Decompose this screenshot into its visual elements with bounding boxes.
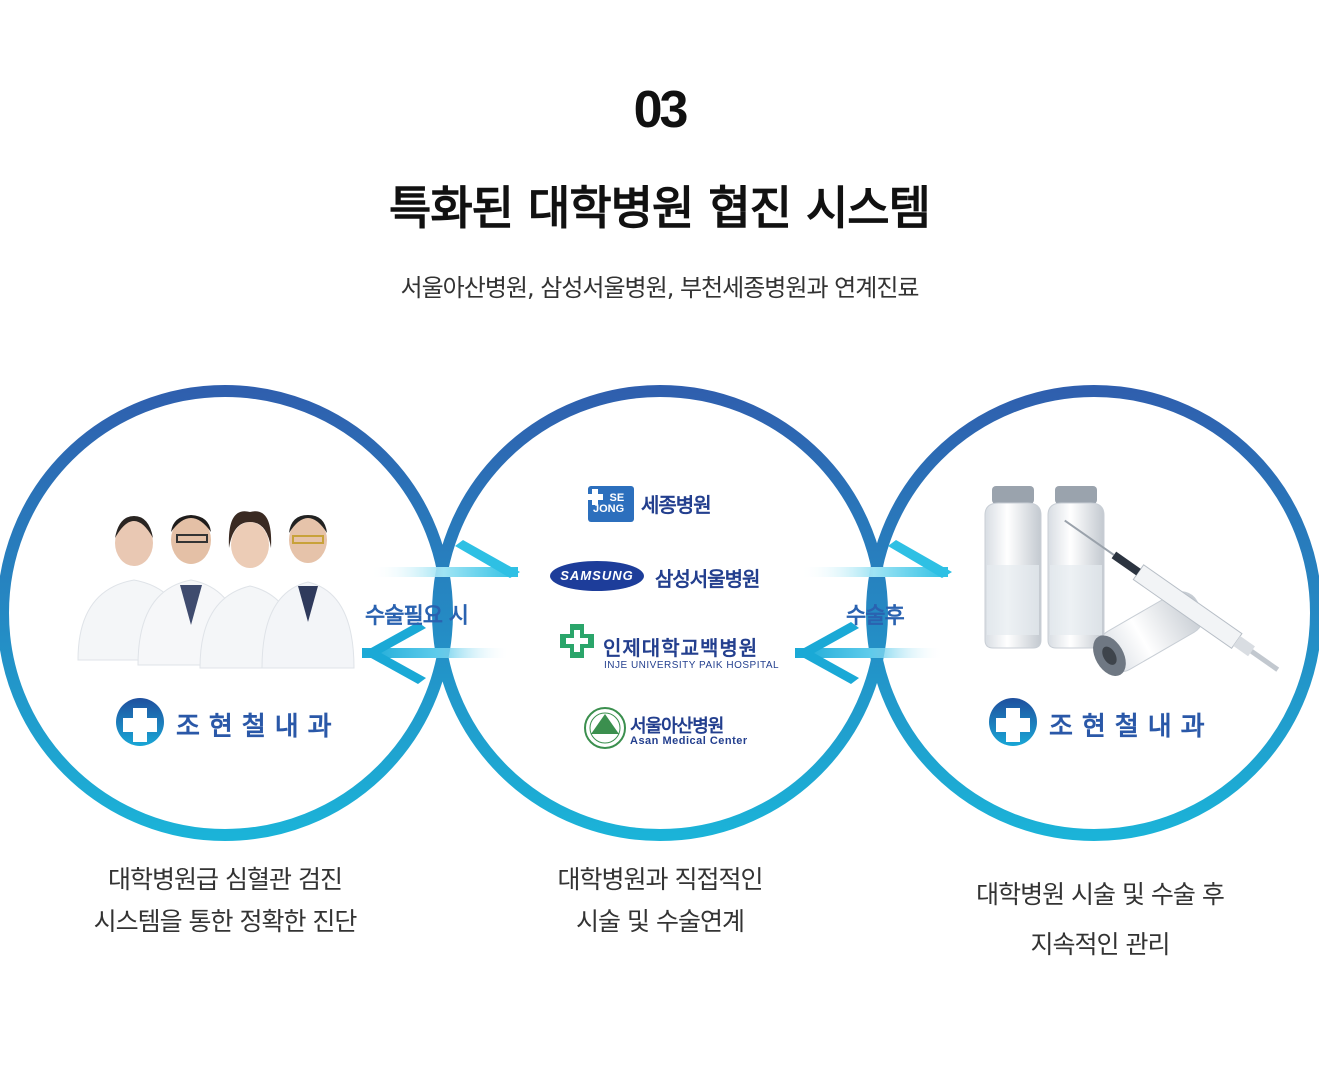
arrow-to-clinic: [800, 540, 952, 578]
ring-right: [866, 385, 1319, 841]
sejong-mark-top: SE: [609, 492, 625, 504]
page-subtitle: 서울아산병원, 삼성서울병원, 부천세종병원과 연계진료: [400, 274, 920, 302]
clinic-logo-right-icon: [989, 698, 1037, 746]
caption-right: 대학병원 시술 및 수술 후 지속적인 관리: [915, 870, 1285, 970]
caption-center: 대학병원과 직접적인 시술 및 수술연계: [475, 859, 845, 943]
caption-left: 대학병원급 심혈관 검진 시스템을 통한 정확한 진단: [40, 859, 410, 943]
arrow-label-surgery-needed: 수술필요 시: [365, 604, 469, 629]
samsung-mark-text: SAMSUNG: [560, 568, 634, 583]
arrow-label-after-surgery: 수술후: [846, 604, 905, 629]
samsung-hospital-name: 삼성서울병원: [655, 567, 760, 591]
caption-right-line-2: 지속적인 관리: [1030, 930, 1171, 959]
caption-right-line-1: 대학병원 시술 및 수술 후: [976, 880, 1225, 909]
clinic-name-right: 조현철내과: [1049, 712, 1214, 742]
sejong-hospital-name: 세종병원: [641, 493, 712, 517]
doctors-photo: [77, 511, 355, 669]
arrow-from-clinic: [795, 622, 943, 684]
sejong-mark-bottom: JONG: [593, 503, 625, 515]
sejong-logo-mark: [587, 486, 634, 522]
vials-photo: [984, 486, 1280, 677]
page-title: 특화된 대학병원 협진 시스템: [389, 181, 931, 235]
clinic-name-left: 조현철내과: [176, 712, 341, 742]
ring-left: [0, 385, 453, 841]
clinic-logo-left-icon: [116, 698, 164, 746]
asan-hospital-subtitle: Asan Medical Center: [630, 735, 748, 747]
caption-left-line-2: 시스템을 통한 정확한 진단: [93, 907, 358, 936]
inje-logo-mark: [560, 624, 594, 658]
ring-center: [432, 385, 888, 841]
caption-center-line-1: 대학병원과 직접적인: [557, 865, 764, 894]
caption-center-line-2: 시술 및 수술연계: [576, 907, 745, 936]
inje-hospital-subtitle: INJE UNIVERSITY PAIK HOSPITAL: [604, 660, 780, 671]
caption-left-line-1: 대학병원급 심혈관 검진: [108, 865, 343, 894]
arrow-to-hospital: [370, 540, 520, 578]
section-number: 03: [633, 81, 689, 139]
samsung-logo-mark: [550, 561, 644, 591]
arrow-from-hospital: [362, 622, 510, 684]
asan-logo-mark: [584, 707, 626, 749]
sejong-mark-text: SE JONG: [593, 492, 625, 515]
asan-hospital-name: 서울아산병원: [630, 716, 724, 737]
inje-hospital-name: 인제대학교백병원: [603, 636, 759, 660]
